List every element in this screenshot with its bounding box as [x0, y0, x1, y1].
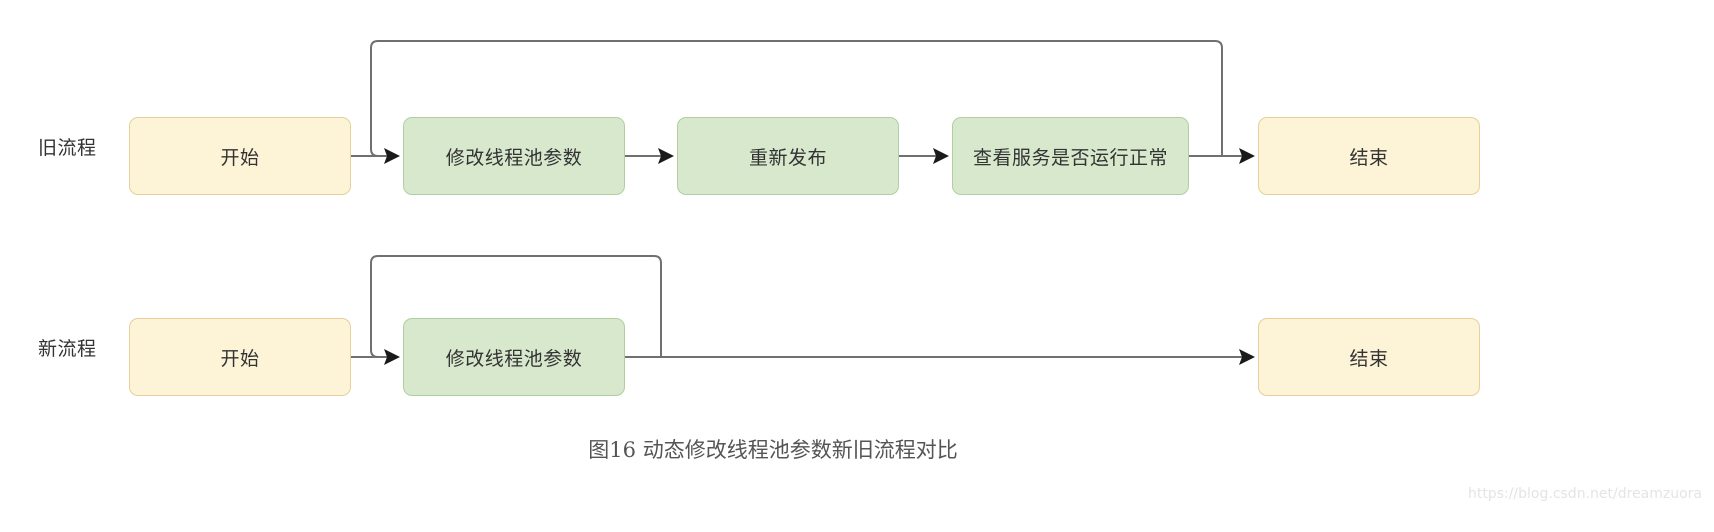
- flow-node-new-start: 开始: [129, 318, 351, 396]
- flow-node-new-modify: 修改线程池参数: [403, 318, 625, 396]
- flow-node-new-end: 结束: [1258, 318, 1480, 396]
- row-label-new: 新流程: [38, 338, 97, 360]
- flow-node-old-publish: 重新发布: [677, 117, 899, 195]
- flow-node-old-check: 查看服务是否运行正常: [952, 117, 1189, 195]
- row-label-old: 旧流程: [38, 137, 97, 159]
- flow-node-old-start: 开始: [129, 117, 351, 195]
- flow-node-old-end: 结束: [1258, 117, 1480, 195]
- figure-caption: 图16 动态修改线程池参数新旧流程对比: [588, 438, 958, 462]
- flow-node-old-modify: 修改线程池参数: [403, 117, 625, 195]
- watermark-text: https://blog.csdn.net/dreamzuora: [1467, 486, 1702, 502]
